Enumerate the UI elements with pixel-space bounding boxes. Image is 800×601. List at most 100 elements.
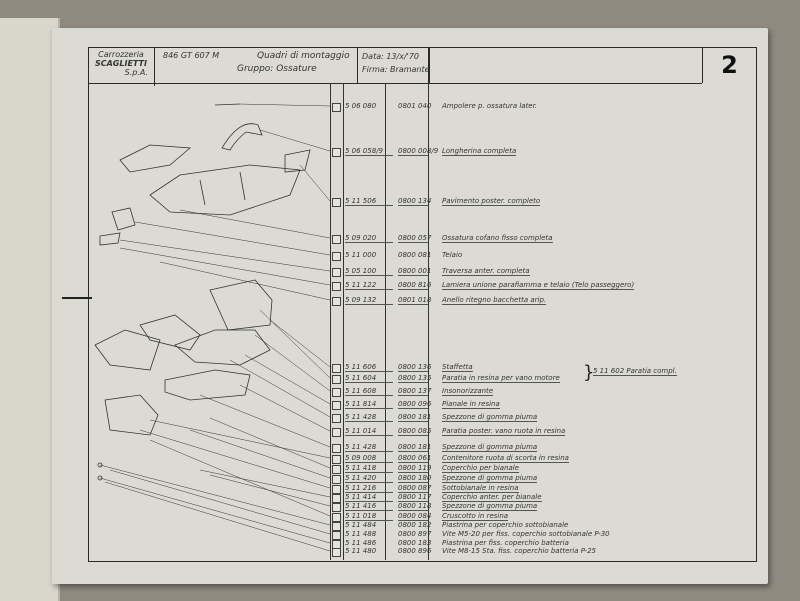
part-sketch bbox=[97, 462, 103, 468]
part-ref: 0800 001 bbox=[398, 267, 432, 276]
part-description: Ampolere p. ossatura later. bbox=[442, 102, 538, 110]
row-checkbox[interactable] bbox=[332, 522, 341, 531]
signature: Firma: Bramante bbox=[362, 65, 430, 74]
company-line3: S.p.A. bbox=[124, 68, 148, 77]
row-checkbox[interactable] bbox=[332, 455, 341, 464]
part-code: 5 11 606 bbox=[345, 363, 393, 372]
part-ref: 0800 096 bbox=[398, 400, 432, 409]
row-checkbox[interactable] bbox=[332, 103, 341, 112]
part-ref: 0800 136 bbox=[398, 363, 432, 372]
date-sign-cell: Data: 13/x/'70 Firma: Bramante bbox=[358, 47, 432, 83]
row-checkbox[interactable] bbox=[332, 414, 341, 423]
part-description: Pavimento poster. completo bbox=[442, 197, 541, 206]
part-description: Lamiera unione parafiamma e telaio (Telo… bbox=[442, 281, 635, 290]
company-cell: Carrozzeria SCAGLIETTI S.p.A. bbox=[88, 47, 155, 86]
row-checkbox[interactable] bbox=[332, 268, 341, 277]
part-code: 5 09 132 bbox=[345, 296, 393, 305]
part-sketch bbox=[164, 369, 251, 401]
part-code: 5 11 480 bbox=[345, 547, 377, 555]
part-description: Anello ritegno bacchetta arip. bbox=[442, 296, 547, 305]
title-block: Carrozzeria SCAGLIETTI S.p.A. 846 GT 607… bbox=[88, 47, 702, 86]
drawing-number: 846 GT 607 M bbox=[163, 51, 220, 60]
row-checkbox[interactable] bbox=[332, 475, 341, 484]
row-checkbox[interactable] bbox=[332, 235, 341, 244]
part-sketch bbox=[99, 232, 121, 246]
row-checkbox[interactable] bbox=[332, 444, 341, 453]
part-ref: 0800 137 bbox=[398, 387, 432, 396]
part-description: Spezzone di gomma piuma bbox=[442, 443, 538, 452]
part-ref: 0800 896 bbox=[398, 547, 432, 555]
row-checkbox[interactable] bbox=[332, 252, 341, 261]
part-code: 5 11 014 bbox=[345, 427, 393, 436]
part-ref: 0800 061 bbox=[398, 454, 432, 463]
part-ref: 0800 816 bbox=[398, 281, 432, 290]
part-sketch bbox=[149, 164, 301, 216]
row-checkbox[interactable] bbox=[332, 375, 341, 384]
part-code: 5 11 216 bbox=[345, 484, 393, 493]
part-sketch bbox=[111, 207, 136, 231]
part-sketch bbox=[209, 279, 273, 331]
part-description: Vite M8-15 Sta. fiss. coperchio batteria… bbox=[442, 547, 596, 555]
part-sketch bbox=[284, 149, 311, 173]
part-ref: 0800 081 bbox=[398, 251, 432, 259]
row-checkbox[interactable] bbox=[332, 503, 341, 512]
part-sketch bbox=[214, 103, 241, 106]
row-checkbox[interactable] bbox=[332, 548, 341, 557]
row-checkbox[interactable] bbox=[332, 388, 341, 397]
column-rule bbox=[343, 83, 344, 560]
part-description: Spezzone di gomma piuma bbox=[442, 474, 538, 483]
part-code: 5 11 486 bbox=[345, 539, 377, 547]
row-checkbox[interactable] bbox=[332, 198, 341, 207]
part-code: 5 06 058/9 bbox=[345, 147, 393, 156]
row-checkbox[interactable] bbox=[332, 531, 341, 540]
part-description: Longherina completa bbox=[442, 147, 517, 156]
part-ref: 0800 008/9 bbox=[398, 147, 439, 156]
part-ref: 0800 182 bbox=[398, 521, 432, 529]
part-description: Pianale in resina bbox=[442, 400, 500, 409]
row-checkbox[interactable] bbox=[332, 428, 341, 437]
part-description: Piastrina per fiss. coperchio batteria bbox=[442, 539, 569, 547]
part-description: Spezzone di gomma piuma bbox=[442, 413, 538, 422]
drawing-group: Gruppo: Ossature bbox=[237, 64, 317, 74]
part-code: 5 11 506 bbox=[345, 197, 393, 206]
part-code: 5 11 488 bbox=[345, 530, 377, 538]
part-ref: 0800 084 bbox=[398, 512, 432, 521]
group-note: 5 11 602 Paratia compl. bbox=[593, 367, 677, 376]
part-ref: 0800 181 bbox=[398, 413, 432, 422]
row-checkbox[interactable] bbox=[332, 297, 341, 306]
row-checkbox[interactable] bbox=[332, 401, 341, 410]
part-code: 5 11 608 bbox=[345, 387, 393, 396]
group-brace: } bbox=[583, 362, 595, 383]
part-code: 5 11 018 bbox=[345, 512, 393, 521]
part-description: Coperchio anter. per bianale bbox=[442, 493, 542, 502]
part-code: 5 11 416 bbox=[345, 502, 393, 511]
part-sketch bbox=[119, 144, 192, 173]
row-checkbox[interactable] bbox=[332, 148, 341, 157]
row-checkbox[interactable] bbox=[332, 513, 341, 522]
part-code: 5 11 000 bbox=[345, 251, 377, 259]
part-description: Vite M5-20 per fiss. coperchio sottobian… bbox=[442, 530, 610, 538]
part-sketch bbox=[139, 314, 201, 351]
part-code: 5 11 428 bbox=[345, 413, 393, 422]
row-checkbox[interactable] bbox=[332, 465, 341, 474]
part-ref: 0800 181 bbox=[398, 443, 432, 452]
part-code: 5 11 428 bbox=[345, 443, 393, 452]
company-line1: Carrozzeria bbox=[98, 50, 144, 59]
row-checkbox[interactable] bbox=[332, 494, 341, 503]
part-description: Insonorizzante bbox=[442, 387, 494, 396]
row-checkbox[interactable] bbox=[332, 282, 341, 291]
part-description: Staffetta bbox=[442, 363, 473, 372]
leader-lines bbox=[99, 103, 331, 552]
part-code: 5 11 418 bbox=[345, 464, 393, 473]
column-rule bbox=[330, 83, 331, 560]
part-description: Ossatura cofano fisso completa bbox=[442, 234, 553, 243]
part-ref: 0801 018 bbox=[398, 296, 432, 305]
part-ref: 0800 117 bbox=[398, 493, 432, 502]
row-checkbox[interactable] bbox=[332, 485, 341, 494]
row-checkbox[interactable] bbox=[332, 364, 341, 373]
part-ref: 0800 087 bbox=[398, 484, 432, 493]
part-description: Paratia poster. vano ruota in resina bbox=[442, 427, 566, 436]
part-code: 5 11 814 bbox=[345, 400, 393, 409]
part-sketch bbox=[104, 394, 159, 436]
date: Data: 13/x/'70 bbox=[362, 52, 420, 61]
